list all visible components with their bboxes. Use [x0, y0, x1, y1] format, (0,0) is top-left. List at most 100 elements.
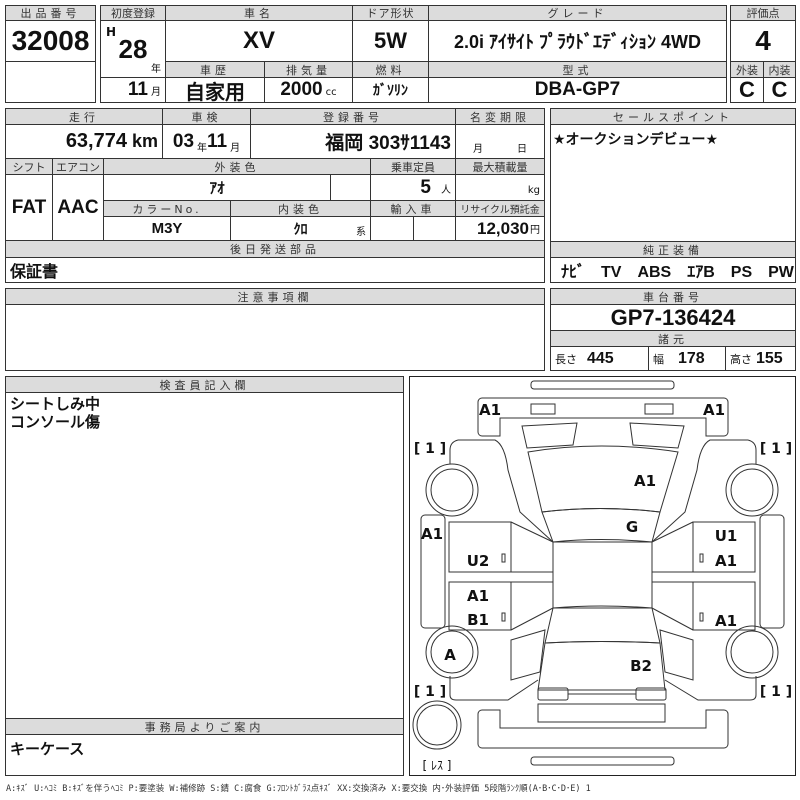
- damage-mark: A1: [714, 612, 738, 630]
- width: 178: [678, 349, 705, 367]
- inspection-label: 車検: [162, 108, 251, 125]
- shift: FAT: [5, 174, 53, 241]
- model-code: DBA-GP7: [428, 77, 727, 103]
- notes-label: 注意事項欄: [5, 288, 545, 305]
- inspector-line: シートしみ中: [10, 395, 101, 413]
- month-unit: 月: [473, 144, 483, 155]
- door-type: 5W: [352, 20, 429, 62]
- month-unit: 月: [151, 87, 161, 98]
- damage-mark: A: [444, 646, 456, 664]
- max-load-label: 最大積載量: [455, 158, 545, 175]
- int-color-label: 内装色: [230, 200, 371, 217]
- name-change-label: 名変期限: [455, 108, 545, 125]
- equipment: ﾅﾋﾞ TV ABS ｴｱB PS PW: [550, 257, 796, 283]
- ext-color: ｱｵ: [103, 174, 331, 201]
- score-label: 評価点: [730, 5, 796, 21]
- max-load-cell: kg: [455, 174, 545, 201]
- day-unit: 日: [517, 144, 527, 155]
- length-cell: 長さ 445: [550, 346, 649, 371]
- kg-unit: kg: [527, 185, 540, 196]
- car-name-label: 車名: [165, 5, 353, 21]
- length: 445: [587, 349, 614, 367]
- displacement-label: 排気量: [264, 61, 353, 78]
- aircon: AAC: [52, 174, 104, 241]
- notes-area: [5, 304, 545, 371]
- first-reg-year: 28: [118, 33, 148, 64]
- import-label: 輸入車: [370, 200, 456, 217]
- length-label: 長さ: [555, 352, 577, 366]
- chassis-number: GP7-136424: [550, 304, 796, 331]
- tread-depth: [ 1 ]: [413, 441, 447, 457]
- inspection-year: 03: [172, 130, 195, 152]
- seats: 5: [420, 176, 431, 198]
- recycle-fee: 12,030: [477, 218, 529, 238]
- import-cell-b: [413, 216, 456, 241]
- int-color: ｸﾛ: [293, 220, 308, 237]
- name-change-cell: 月日: [455, 124, 545, 159]
- month-unit: 月: [230, 143, 241, 154]
- ext-grade: C: [730, 77, 764, 103]
- fuel: ｶﾞｿﾘﾝ: [352, 77, 429, 103]
- damage-mark: A1: [714, 552, 738, 570]
- cc-unit: cc: [325, 87, 337, 98]
- door-label: ドア形状: [352, 5, 429, 21]
- damage-mark: A1: [702, 401, 726, 419]
- tread-depth: [ 1 ]: [759, 441, 793, 457]
- height-cell: 高さ 155: [725, 346, 796, 371]
- width-label: 幅: [653, 352, 664, 366]
- damage-mark: A1: [633, 472, 657, 490]
- sales-point: ★オークションデビュー★: [550, 124, 796, 242]
- inspector-line: コンソール傷: [10, 413, 101, 431]
- model-label: 型式: [428, 61, 727, 78]
- damage-mark: A1: [466, 587, 490, 605]
- mileage-label: 走行: [5, 108, 163, 125]
- damage-mark: A1: [478, 401, 502, 419]
- ext-color-blank: [330, 174, 371, 201]
- mileage: 63,774: [65, 130, 127, 152]
- grade: 2.0i ｱｲｻｲﾄ ﾌﾟﾗｳﾄﾞｴﾃﾞｨｼｮﾝ 4WD: [428, 20, 727, 62]
- plate-number: 福岡 303ｻ1143: [250, 124, 456, 159]
- tire: [425, 463, 479, 517]
- yen-unit: 円: [530, 225, 540, 236]
- fuel-label: 燃料: [352, 61, 429, 78]
- legend: A:ｷｽﾞ U:ﾍｺﾐ B:ｷｽﾞを伴うﾍｺﾐ P:要塗装 W:補修跡 S:錆 …: [6, 784, 591, 794]
- int-grade: C: [763, 77, 796, 103]
- inspector-label: 検査員記入欄: [5, 376, 404, 393]
- lot-blank: [5, 61, 96, 103]
- first-reg-label: 初度登録: [100, 5, 166, 21]
- grade-label: グレード: [428, 5, 727, 21]
- damage-mark: U2: [466, 552, 490, 570]
- height: 155: [756, 349, 783, 367]
- damage-mark: A1: [420, 525, 444, 543]
- tread-depth: [ 1 ]: [413, 684, 447, 700]
- spare-tire-label: [ ﾚｽ ]: [422, 758, 452, 773]
- score: 4: [730, 20, 796, 62]
- year-unit: 年: [151, 64, 161, 75]
- history: 自家用: [165, 77, 265, 104]
- damage-mark: B1: [467, 611, 489, 629]
- office-note: キーケース: [5, 734, 404, 776]
- recycle-label: リサイクル預託金: [455, 200, 545, 217]
- int-color-cell: ｸﾛ 系: [230, 216, 371, 241]
- displacement: 2000: [280, 79, 323, 100]
- height-label: 高さ: [730, 352, 752, 366]
- specs-label: 諸元: [550, 330, 796, 347]
- damage-mark: B2: [630, 657, 652, 675]
- aircon-label: エアコン: [52, 158, 104, 175]
- sales-point-label: セールスポイント: [550, 108, 796, 125]
- plate-label: 登録番号: [250, 108, 456, 125]
- tread-depth: [ 1 ]: [759, 684, 793, 700]
- later-parts-label: 後日発送部品: [5, 240, 545, 258]
- seats-label: 乗車定員: [370, 158, 456, 175]
- car-outline: [412, 380, 785, 766]
- damage-diagram: [409, 376, 796, 776]
- shift-label: シフト: [5, 158, 53, 175]
- int-color-unit: 系: [356, 227, 366, 238]
- damage-mark: G: [625, 518, 639, 536]
